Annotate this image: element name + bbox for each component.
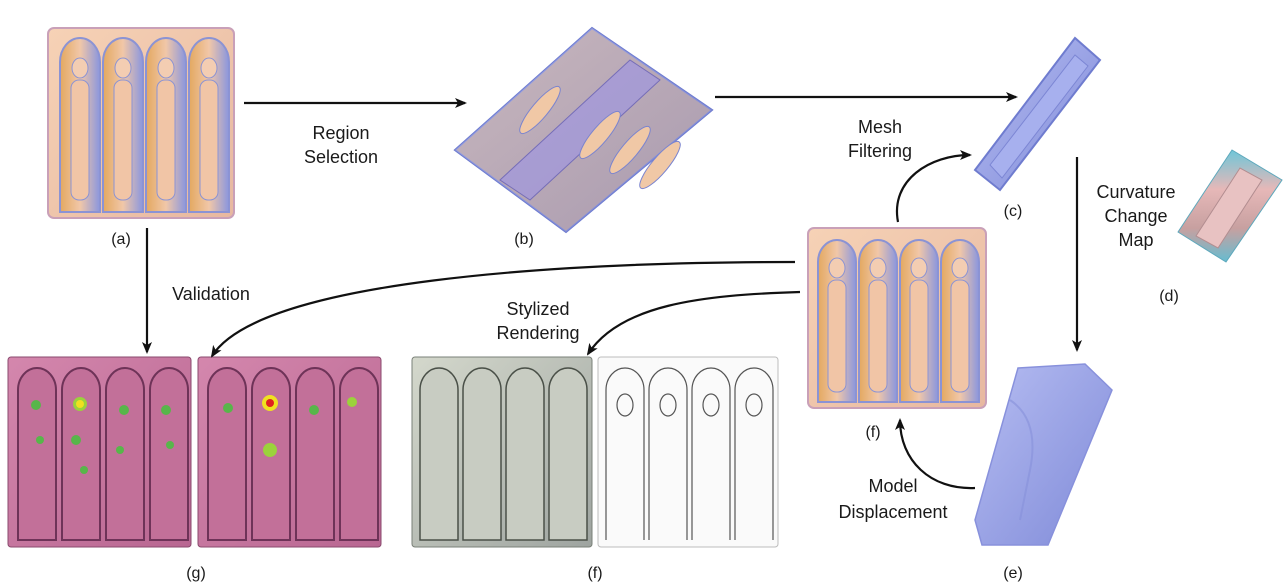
label-stylized-1: Stylized [506, 299, 569, 319]
arrow-f-to-c [897, 155, 970, 222]
label-curvature-2: Change [1104, 206, 1167, 226]
label-curvature-1: Curvature [1096, 182, 1175, 202]
caption-e: (e) [1003, 565, 1023, 582]
caption-g: (g) [186, 565, 206, 582]
label-mesh-filtering-2: Filtering [848, 141, 912, 161]
label-mesh-filtering-1: Mesh [858, 117, 902, 137]
panel-e-displacement: (e) [975, 364, 1112, 582]
label-model-displacement-2: Displacement [838, 502, 947, 522]
panel-f-stylized: (f) [412, 357, 778, 582]
label-region-selection-2: Selection [304, 147, 378, 167]
caption-c: (c) [1004, 203, 1023, 220]
panel-d-curvature-map: (d) [1159, 150, 1282, 305]
label-validation: Validation [172, 284, 250, 304]
caption-a: (a) [111, 231, 131, 248]
caption-f-bottom: (f) [587, 565, 602, 582]
caption-d: (d) [1159, 288, 1179, 305]
caption-b: (b) [514, 231, 534, 248]
label-stylized-2: Rendering [496, 323, 579, 343]
panel-f-center-relief: (f) [808, 228, 986, 441]
label-region-selection-1: Region [312, 123, 369, 143]
panel-g-validation: (g) [8, 357, 381, 582]
caption-f-center: (f) [865, 424, 880, 441]
panel-c-mesh-filtered: (c) [975, 38, 1100, 220]
panel-b-region-selection: (b) [455, 28, 712, 248]
arrow-f-to-stylized [588, 292, 800, 354]
panel-a-relief: (a) [48, 28, 234, 248]
label-curvature-3: Map [1118, 230, 1153, 250]
label-model-displacement-1: Model [868, 476, 917, 496]
